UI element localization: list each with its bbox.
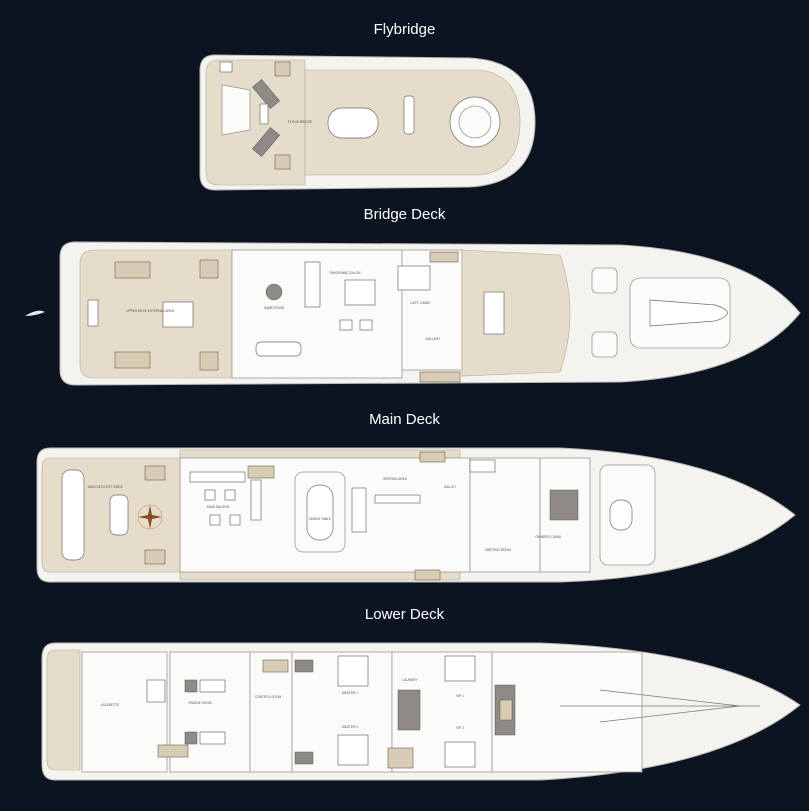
room-label: CAPT. CABIN bbox=[410, 301, 430, 305]
room-label: MASTER 1 bbox=[342, 691, 358, 695]
room-label: VIP 1 bbox=[456, 694, 464, 698]
main-deck-title: Main Deck bbox=[369, 411, 440, 428]
room-label: MAIN SALOON bbox=[207, 505, 230, 509]
room-label: GALLERY bbox=[426, 337, 442, 341]
flybridge-title: Flybridge bbox=[373, 21, 436, 38]
room-label: FLYING BRIDGE bbox=[288, 120, 312, 124]
room-label: DINING TABLE bbox=[309, 517, 331, 521]
main-deck-plan: MAIN DECK EXT. AREA MAIN SALOON DINING T… bbox=[36, 447, 796, 583]
room-label: CONTROL ROOM bbox=[255, 695, 282, 699]
room-label: MAIN DECK EXT. AREA bbox=[88, 485, 124, 489]
room-label: OWNER'S CABIN bbox=[535, 535, 561, 539]
room-label: GAME ROOM bbox=[264, 306, 285, 310]
room-label: UPPER DECK EXTERNAL AREA bbox=[126, 309, 175, 313]
lower-deck-title: Lower Deck bbox=[364, 606, 445, 623]
room-label: ENGINE ROOM bbox=[188, 701, 211, 705]
bridge-deck-plan: UPPER DECK EXTERNAL AREA GAME ROOM PANOR… bbox=[25, 241, 801, 386]
room-label: SERVING AREA bbox=[383, 477, 408, 481]
room-label: LAUNDRY bbox=[402, 678, 418, 682]
room-label: VIP 2 bbox=[456, 726, 464, 730]
flybridge-plan: FLYING BRIDGE bbox=[199, 54, 536, 191]
room-label: MEETING ROOM bbox=[485, 548, 511, 552]
room-label: GALLEY bbox=[444, 485, 457, 489]
bridge-deck-title: Bridge Deck bbox=[363, 206, 446, 223]
room-label: PANORAMIC SALON bbox=[330, 271, 361, 275]
room-label: LAZARETTE bbox=[101, 703, 119, 707]
room-label: MASTER 2 bbox=[342, 725, 358, 729]
lower-deck-plan: LAZARETTE ENGINE ROOM CONTROL ROOM MASTE… bbox=[41, 642, 801, 781]
